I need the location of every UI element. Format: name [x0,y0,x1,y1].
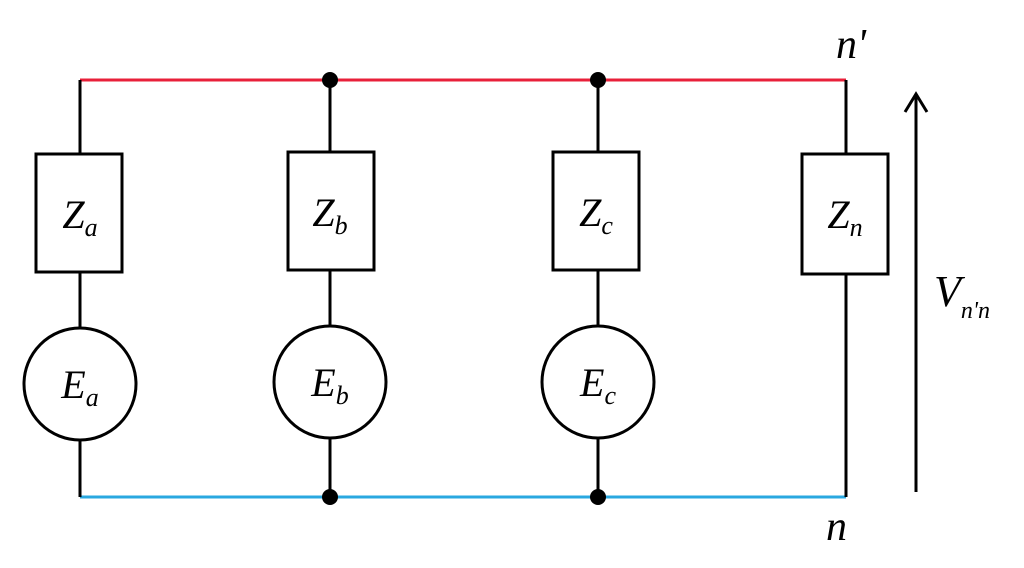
node-label-bottom: n [826,504,847,550]
impedance-b: Zb [286,150,376,272]
impedance-a: Za [34,152,124,274]
junction-bottom-c [590,489,606,505]
junction-top-c [590,72,606,88]
svg-text:Zn: Zn [827,192,862,242]
node-label-top: n' [836,22,867,68]
svg-text:Zc: Zc [579,190,613,240]
svg-text:Eb: Eb [310,360,348,410]
impedance-c: Zc [551,150,641,272]
source-c: Ec [540,324,656,440]
junction-bottom-b [322,489,338,505]
svg-text:Za: Za [62,192,97,242]
impedance-n: Zn [800,152,890,276]
junction-top-b [322,72,338,88]
voltage-label: Vn'n [934,267,990,324]
source-a: Ea [22,326,138,442]
svg-text:Ea: Ea [60,362,98,412]
svg-text:Zb: Zb [312,190,347,240]
voltage-arrow [903,91,929,492]
svg-text:Ec: Ec [579,360,616,410]
source-b: Eb [272,324,388,440]
